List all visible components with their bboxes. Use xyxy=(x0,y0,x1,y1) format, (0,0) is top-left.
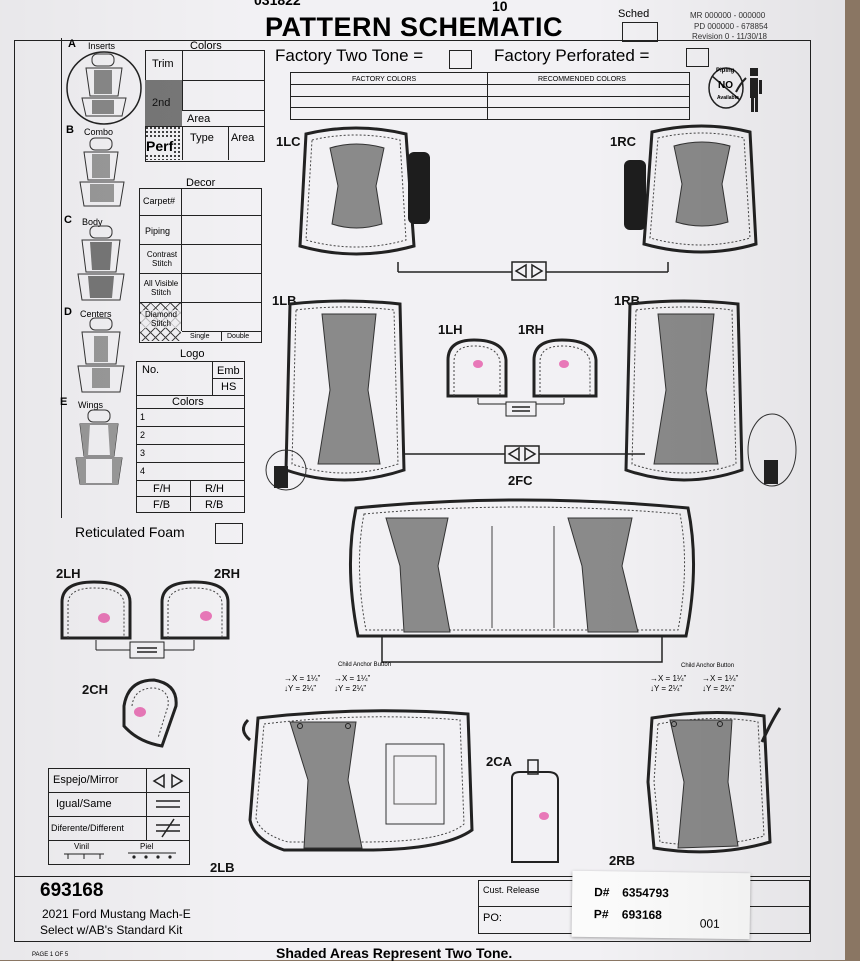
page-frame xyxy=(14,40,811,942)
label-2fc: 2FC xyxy=(508,473,533,488)
reticulated-foam-label: Reticulated Foam xyxy=(75,524,185,540)
trim-label: Trim xyxy=(152,58,174,70)
perf-label: Perf xyxy=(146,138,174,154)
seat-combo-icon xyxy=(79,137,125,207)
diamond-stitch-label: Diamond Stitch xyxy=(141,310,181,328)
shaded-areas-note: Shaded Areas Represent Two Tone. xyxy=(276,945,513,961)
recommended-colors-header: RECOMMENDED COLORS xyxy=(538,76,626,83)
label-1lc: 1LC xyxy=(276,134,301,149)
colors-row-line xyxy=(291,96,689,97)
order-sticker: D# 6354793 P# 693168 001 xyxy=(571,870,751,940)
label-2rh: 2RH xyxy=(214,566,241,581)
seat-2rb-diagram[interactable] xyxy=(644,702,794,862)
seat-2lb-diagram[interactable] xyxy=(242,700,484,870)
front-back-mirror-link xyxy=(405,445,645,464)
single-label: Single xyxy=(190,333,210,340)
child-anchor-note-left: Child Anchor Button xyxy=(338,662,392,668)
seat-1rb-diagram[interactable] xyxy=(624,299,797,500)
symbol-legend xyxy=(48,768,190,865)
pd-number: PD 000000 - 678854 xyxy=(694,22,768,31)
page-title: PATTERN SCHEMATIC xyxy=(265,12,563,42)
carpet-label: Carpet# xyxy=(143,196,176,206)
legend-piel-label: Piel xyxy=(140,842,154,851)
label-1rh: 1RH xyxy=(518,322,545,337)
colors-table xyxy=(290,72,690,120)
legend-mirror-label: Espejo/Mirror xyxy=(53,774,119,786)
label-2ch: 2CH xyxy=(82,682,109,697)
colors-row-line xyxy=(291,84,689,85)
seat-2fc-diagram[interactable] xyxy=(342,496,702,671)
seat-1rc-diagram[interactable] xyxy=(622,124,762,269)
left-col-divider xyxy=(61,38,63,518)
no-piping-icon xyxy=(708,67,762,112)
revision: Revision 0 - 11/30/18 xyxy=(692,32,768,41)
page-indicator: PAGE 1 OF 5 xyxy=(32,952,69,958)
area-label: Area xyxy=(187,113,211,125)
type-label: Type xyxy=(190,132,214,144)
contrast-stitch-label: Contrast Stitch xyxy=(146,250,178,268)
colors-row-line xyxy=(291,107,689,108)
seat-centers-icon xyxy=(77,317,125,393)
seat-1lc-diagram[interactable] xyxy=(296,126,430,271)
factory-perforated-checkbox[interactable] xyxy=(686,48,709,67)
sequence-number: 001 xyxy=(699,916,720,931)
legend-different-label: Diferente/Different xyxy=(51,823,124,833)
colors-table-divider xyxy=(487,72,489,119)
cust-release-label: Cust. Release xyxy=(483,885,540,895)
not-equal-symbol-icon xyxy=(156,818,180,838)
doc-number-top: 031822 xyxy=(254,0,301,8)
armrest-2ca-diagram[interactable] xyxy=(508,758,568,868)
child-anchor-note-right: Child Anchor Button xyxy=(681,663,735,669)
sched-box[interactable] xyxy=(622,22,658,42)
label-1rc: 1RC xyxy=(610,134,637,149)
kit-description: Select w/AB's Standard Kit xyxy=(40,923,183,937)
vehicle-name: 2021 Ford Mustang Mach-E xyxy=(42,907,191,921)
headrests-2lh-2rh-diagram[interactable] xyxy=(60,580,240,670)
seat-insert-icon xyxy=(66,51,142,125)
double-label: Double xyxy=(227,333,250,340)
legend-vinil-label: Vinil xyxy=(74,842,89,851)
equals-symbol-icon xyxy=(156,800,180,808)
seat-wings-icon xyxy=(75,409,123,485)
headrests-1lh-1rh-diagram[interactable] xyxy=(444,338,604,418)
mirror-symbol-icon xyxy=(152,773,184,789)
piping-label: Piping xyxy=(145,226,171,236)
factory-perforated-label: Factory Perforated = xyxy=(494,46,650,65)
label-1lh: 1LH xyxy=(438,322,463,337)
po-label: PO: xyxy=(483,912,502,924)
label-2ca: 2CA xyxy=(486,754,513,769)
label-2rb: 2RB xyxy=(609,853,636,868)
page-count-number: 10 xyxy=(492,0,508,14)
part-number-footer: 693168 xyxy=(40,880,104,901)
mr-number: MR 000000 - 000000 xyxy=(690,11,766,20)
factory-two-tone-label: Factory Two Tone = xyxy=(275,46,424,65)
front-cushion-mirror-link xyxy=(397,261,669,281)
factory-colors-header: FACTORY COLORS xyxy=(352,76,417,83)
stitch-type-symbols xyxy=(64,852,176,859)
area2-label: Area xyxy=(231,132,255,144)
legend-same-label: Igual/Same xyxy=(56,798,112,810)
all-visible-stitch-label: All Visible Stitch xyxy=(143,279,179,297)
seat-body-icon xyxy=(77,225,125,301)
label-2lb: 2LB xyxy=(210,860,235,875)
sched-label: Sched xyxy=(618,8,650,20)
headrest-2ch-diagram[interactable] xyxy=(118,676,182,752)
reticulated-foam-checkbox[interactable] xyxy=(215,523,243,544)
seat-1lb-diagram[interactable] xyxy=(264,299,406,500)
d-number: 6354793 xyxy=(622,885,669,901)
label-2lh: 2LH xyxy=(56,566,81,581)
p-number: 693168 xyxy=(621,907,663,923)
second-label: 2nd xyxy=(152,97,171,109)
factory-two-tone-checkbox[interactable] xyxy=(449,50,472,69)
